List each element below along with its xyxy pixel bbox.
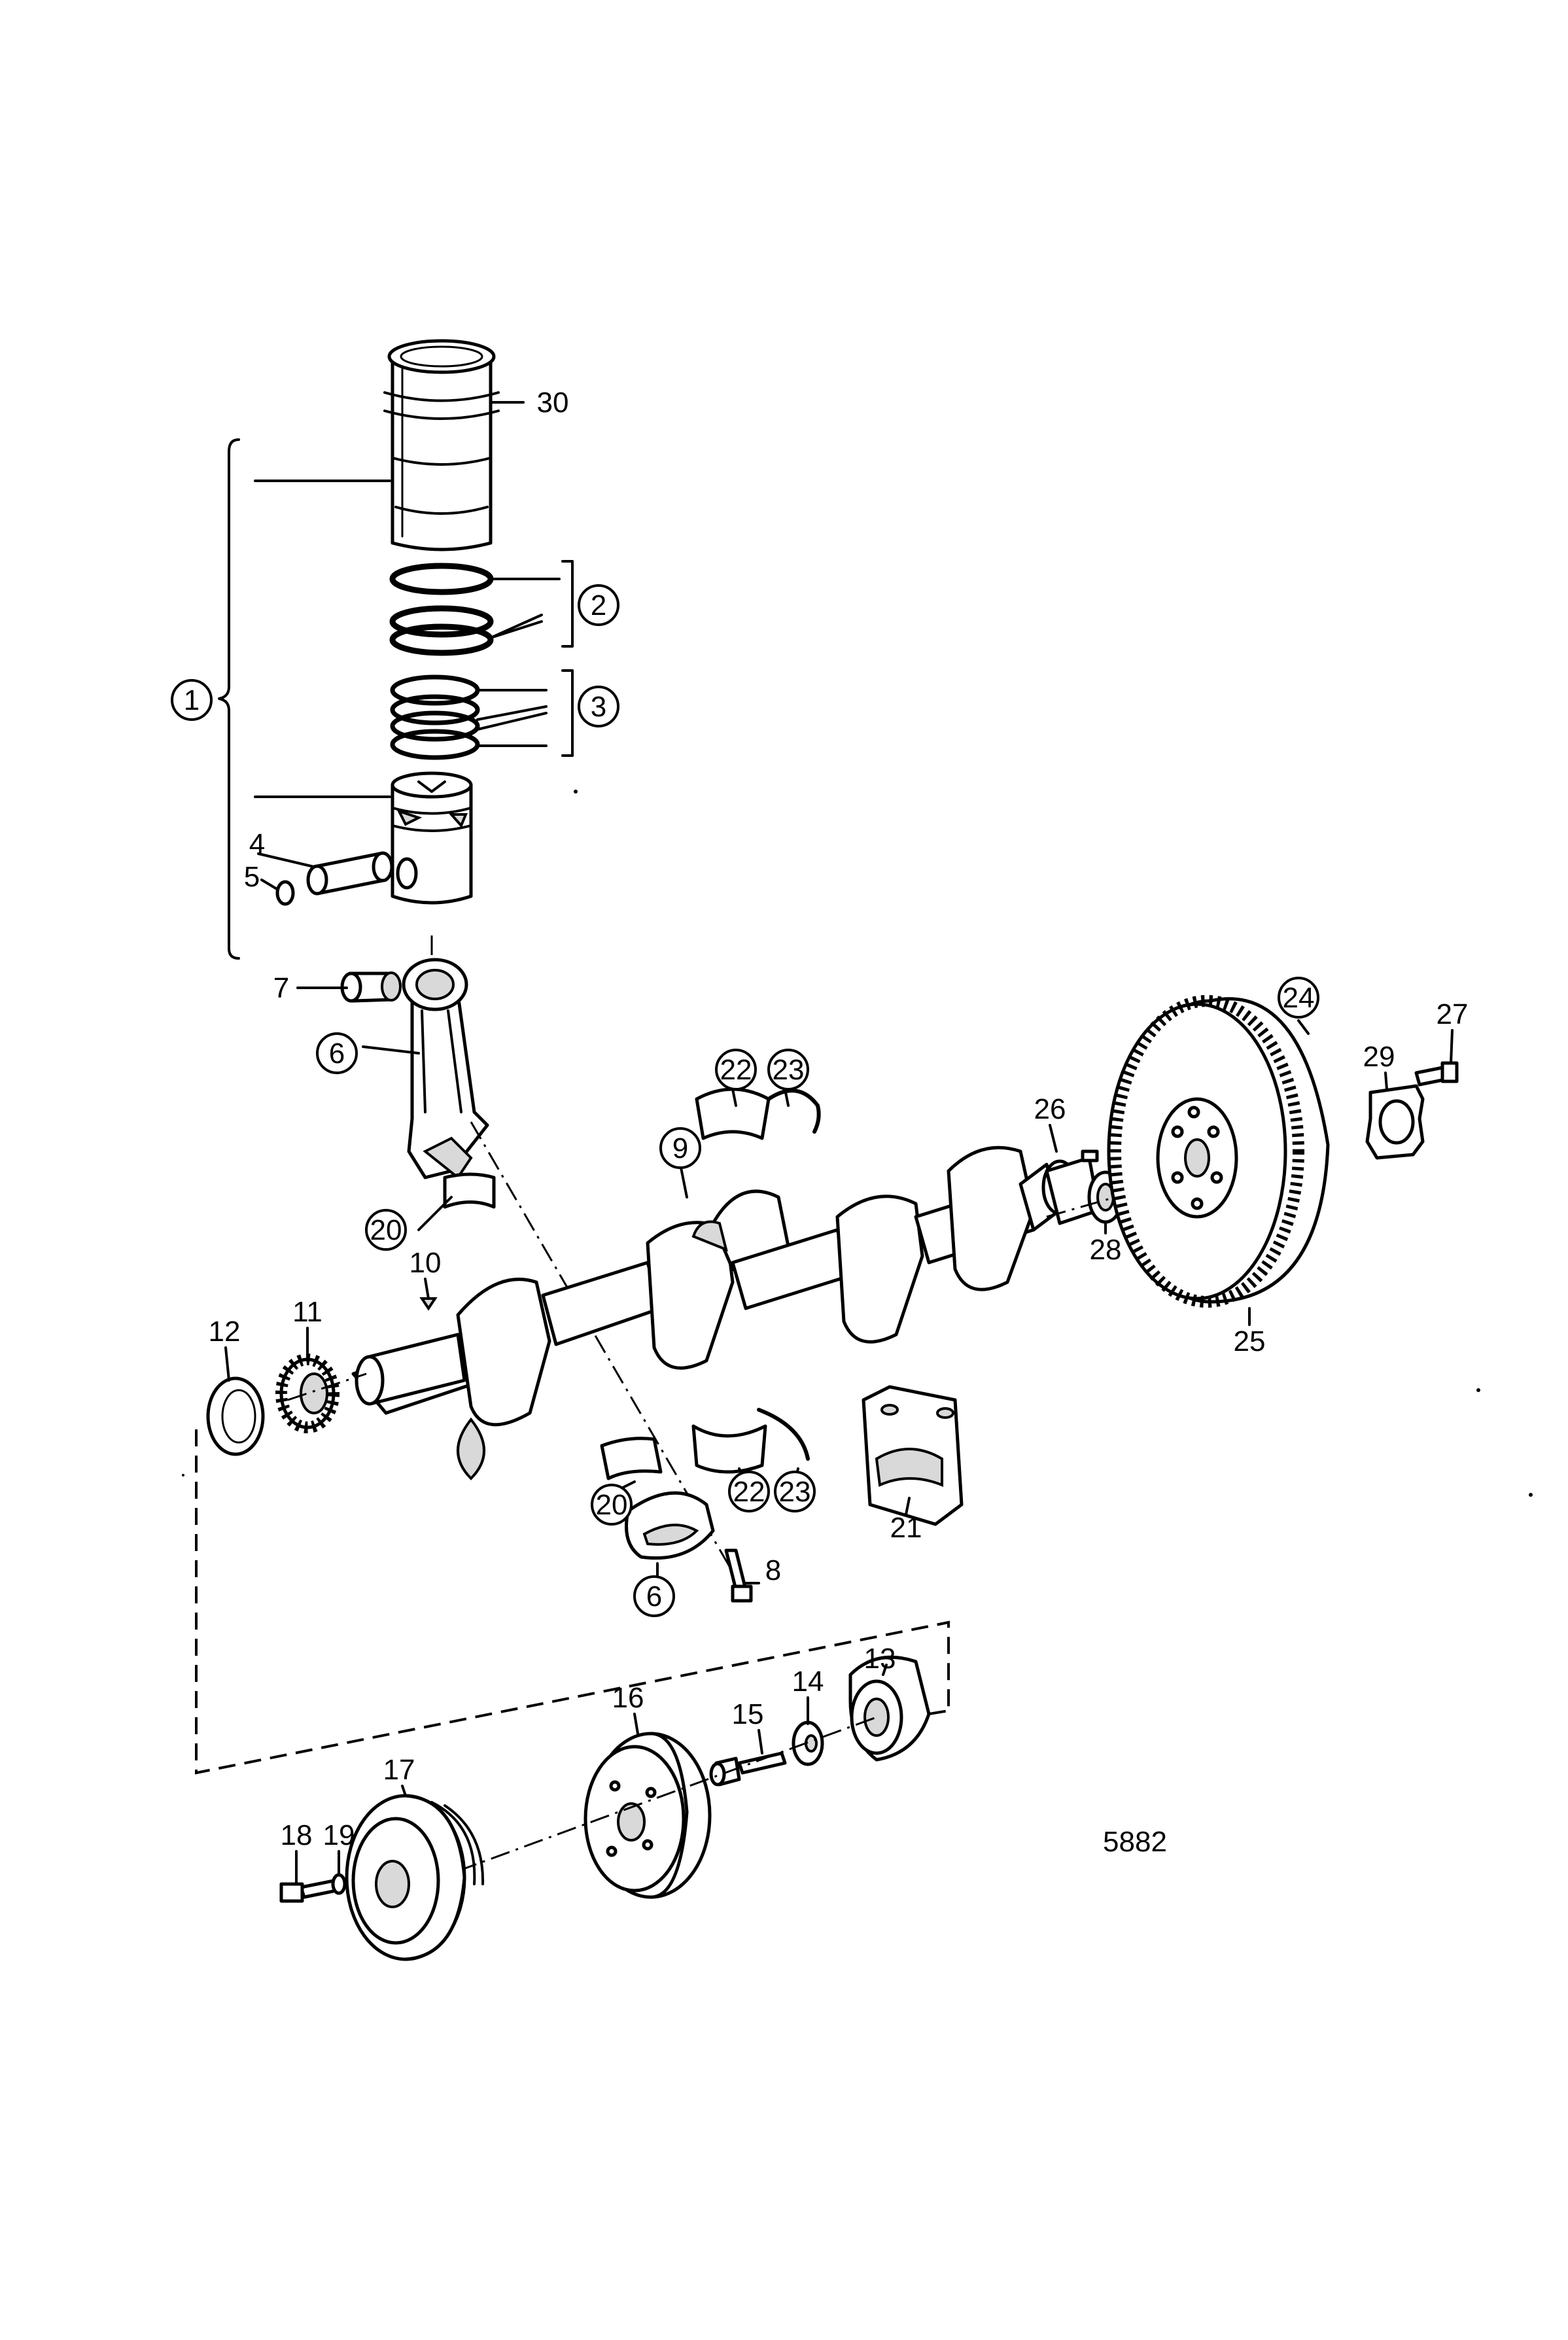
callout-11: 11 <box>292 1296 322 1328</box>
callout-8: 8 <box>765 1554 781 1586</box>
leader-lines <box>224 401 1454 1885</box>
callout-19: 19 <box>323 1819 355 1851</box>
callout-7: 7 <box>273 972 289 1004</box>
callout-23-upper: 23 <box>773 1054 805 1086</box>
connecting-rod-cap <box>625 1491 715 1560</box>
callout-1: 1 <box>184 684 200 716</box>
crankshaft <box>351 1145 1101 1480</box>
bracket-rings-3 <box>561 669 574 757</box>
thrust-washer-lower <box>757 1408 810 1461</box>
callout-21: 21 <box>890 1512 922 1544</box>
flywheel-lock-plate <box>1365 1084 1425 1160</box>
callout-28: 28 <box>1090 1234 1122 1266</box>
main-bearing-cap <box>862 1385 964 1526</box>
callout-6-rod: 6 <box>329 1038 345 1070</box>
gudgeon-pin <box>306 851 394 896</box>
callout-23-lower: 23 <box>779 1476 811 1508</box>
con-rod-bearing-shell-upper <box>443 1172 496 1209</box>
callout-27: 27 <box>1437 998 1469 1030</box>
flywheel-dowel-pin <box>1081 1149 1099 1162</box>
callout-15: 15 <box>732 1698 764 1730</box>
figure-number: 5882 <box>1103 1826 1167 1858</box>
bracket-assembly-1 <box>218 438 240 960</box>
callout-6-cap: 6 <box>646 1580 662 1613</box>
callout-26: 26 <box>1034 1093 1066 1125</box>
front-oil-seal <box>206 1376 265 1456</box>
thrust-washer-upper <box>767 1089 821 1134</box>
callout-2: 2 <box>591 589 606 621</box>
con-rod-bearing-shell-lower <box>600 1437 663 1480</box>
bracket-rings-2 <box>561 560 574 648</box>
callout-10: 10 <box>409 1247 442 1279</box>
crankshaft-front-snout <box>355 1333 466 1406</box>
callout-25: 25 <box>1234 1325 1266 1357</box>
callout-29: 29 <box>1363 1041 1395 1073</box>
callout-20-lower: 20 <box>596 1489 628 1521</box>
flywheel <box>1107 995 1330 1308</box>
callout-4: 4 <box>249 828 265 860</box>
callout-14: 14 <box>792 1666 824 1698</box>
callout-12: 12 <box>209 1316 241 1348</box>
vibration-damper <box>584 1732 712 1899</box>
assembly-dashed-bracket <box>195 1429 950 1775</box>
woodruff-key <box>419 1297 438 1311</box>
callout-9: 9 <box>672 1132 688 1164</box>
callout-16: 16 <box>612 1682 644 1714</box>
callout-30: 30 <box>537 387 569 419</box>
callout-22-upper: 22 <box>720 1054 752 1086</box>
piston-ring-set-compression <box>389 563 494 656</box>
piston-ring-set-oil <box>390 674 480 760</box>
flywheel-bolt <box>1414 1061 1459 1087</box>
cylinder-liner <box>383 339 500 551</box>
piston-pin-circlip <box>275 880 295 906</box>
callout-13: 13 <box>864 1643 896 1675</box>
callout-24: 24 <box>1283 982 1315 1014</box>
pulley-bolt <box>279 1879 338 1903</box>
crankshaft-pulley <box>345 1794 485 1961</box>
callout-20-upper: 20 <box>370 1214 402 1246</box>
small-end-bushing <box>340 971 402 1003</box>
callout-18: 18 <box>281 1819 313 1851</box>
callout-circles <box>171 584 1319 1617</box>
callout-3: 3 <box>591 691 606 723</box>
callout-22-lower: 22 <box>733 1476 765 1508</box>
callout-labels: 1 2 3 4 5 6 6 7 8 9 10 11 12 13 14 15 16… <box>184 387 1469 1851</box>
hub-center-bolt <box>709 1751 787 1787</box>
main-bearing-shell-upper <box>695 1087 771 1140</box>
piston <box>391 771 473 905</box>
callout-17: 17 <box>383 1754 415 1786</box>
pulley-washer <box>331 1873 347 1895</box>
connecting-rod <box>402 958 489 1179</box>
scan-specks <box>182 790 1533 1497</box>
crankshaft-hub <box>848 1655 931 1762</box>
main-bearing-shell-lower <box>691 1424 767 1474</box>
callout-5: 5 <box>244 861 260 893</box>
con-rod-bolt <box>724 1548 753 1603</box>
crankshaft-gear <box>275 1353 340 1433</box>
